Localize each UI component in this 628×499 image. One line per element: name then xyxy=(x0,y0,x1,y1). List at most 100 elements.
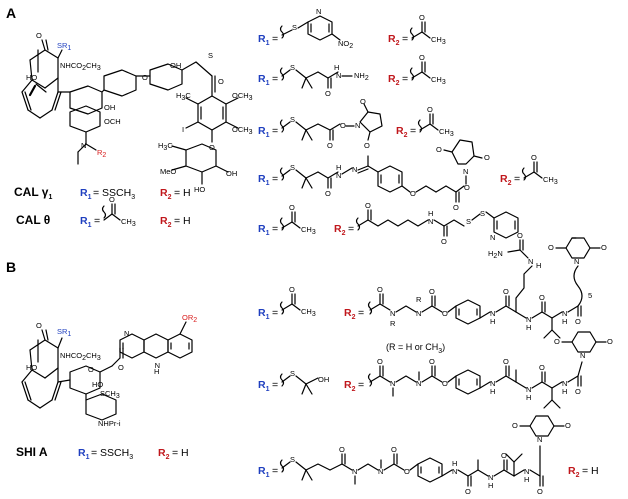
row-a3-o2: O xyxy=(340,121,346,130)
sugar-chain xyxy=(57,61,197,165)
row-b3-o1: O xyxy=(339,445,345,454)
row-b1-cit-o: O xyxy=(517,231,523,240)
row-b3-o5: O xyxy=(501,451,507,460)
row-b3-h3: H xyxy=(452,459,457,468)
sr1-label: SR1 xyxy=(57,41,71,52)
row-b2-o3: O xyxy=(442,379,448,388)
row-b2-h4: H xyxy=(526,393,531,402)
row-a3-n: N xyxy=(355,121,360,130)
row-b2-h3: H xyxy=(490,387,495,396)
aryl-och3-2: OCH3 xyxy=(232,125,253,136)
row-b3-h4: H xyxy=(488,481,493,490)
aryl-och3-1: OCH3 xyxy=(232,91,253,102)
shi-ho: HO xyxy=(26,363,37,372)
row-a4-succinimide xyxy=(451,139,475,165)
svg-text:=: = xyxy=(514,173,520,185)
row-a5-r1-ch3: CH3 xyxy=(301,225,316,236)
shi-sugars xyxy=(57,365,117,421)
row-a3-s: S xyxy=(290,115,295,124)
row-a4-o6: O xyxy=(484,153,490,162)
sugar-oh-label-2: OH xyxy=(104,103,115,112)
r2-label-structure: R2 xyxy=(97,148,106,159)
row-b1-o4: O xyxy=(503,287,509,296)
row-a4: R1 = S O N H N O O O N xyxy=(258,139,558,212)
rhamnose-sugar xyxy=(171,143,229,185)
hydroxyl-label: HO xyxy=(26,73,37,82)
cal-theta-acetyl-ch3: CH3 xyxy=(121,217,136,228)
row-a4-n1: N xyxy=(336,171,341,180)
row-a2-s: S xyxy=(290,63,295,72)
row-a1-r2-o: O xyxy=(419,13,425,22)
cal-gamma-name: CAL γ1 xyxy=(14,185,52,201)
cal-gamma-r1-value: = SSCH3 xyxy=(93,187,135,201)
row-a2-nh-label: H xyxy=(334,63,339,72)
row-b2-mal-n: N xyxy=(580,351,585,360)
row-b1-o6: O xyxy=(575,317,581,326)
row-b1-o2: O xyxy=(429,287,435,296)
shi-ketone-o: O xyxy=(36,321,42,330)
cal-theta-acetyl xyxy=(101,203,121,221)
svg-text:=: = xyxy=(358,307,364,319)
row-a2-r2: R2 xyxy=(388,73,400,87)
shi-sugar-o: O xyxy=(88,365,94,374)
svg-text:=: = xyxy=(358,379,364,391)
svg-text:=: = xyxy=(272,33,278,45)
row-b3-n2: N xyxy=(378,467,383,476)
row-b3-n5: N xyxy=(524,467,529,476)
row-a4-h: H xyxy=(336,163,341,172)
row-b1-mal-n: N xyxy=(574,257,579,266)
row-b2-n5: N xyxy=(562,379,567,388)
row-b3-s: S xyxy=(290,455,295,464)
row-b2-r2: R2 xyxy=(344,379,356,393)
row-b1-r1-o: O xyxy=(289,285,295,294)
row-b3-r2-value: = H xyxy=(582,465,599,477)
row-a5-n: N xyxy=(428,217,433,226)
row-b3-mal-o2: O xyxy=(565,421,571,430)
row-b1-maleimide xyxy=(565,237,591,259)
sugar-oh-label: OH xyxy=(170,61,181,70)
shi-nhco2ch3: NHCO2CH3 xyxy=(60,351,101,362)
svg-text:=: = xyxy=(402,73,408,85)
row-b1-citrulline-chain xyxy=(515,265,533,313)
nhco2ch3-label: NHCO2CH3 xyxy=(60,61,101,72)
cal-theta-r1: R1 xyxy=(80,215,92,229)
sr1-bond xyxy=(57,49,63,59)
row-a4-o2: O xyxy=(410,189,416,198)
row-b2-h5: H xyxy=(562,387,567,396)
row-a5-pyridine xyxy=(493,211,519,239)
row-a5-r1: R1 xyxy=(258,223,270,237)
row-b1-cit-n: N xyxy=(528,257,533,266)
shi-carbonyl-o: O xyxy=(118,363,124,372)
row-a5-pyridine-n: N xyxy=(490,233,495,242)
row-b1-cit-h: H xyxy=(536,261,541,270)
thioester-o: O xyxy=(218,77,224,86)
rhamnose-oh: OH xyxy=(226,169,237,178)
row-b3-n3: N xyxy=(452,467,457,476)
row-b1-chain-1 xyxy=(395,305,417,313)
svg-text:=: = xyxy=(402,33,408,45)
row-a4-r1: R1 xyxy=(258,173,270,187)
row-a4-o4: O xyxy=(464,183,470,192)
row-a2-o: O xyxy=(325,89,331,98)
row-a2-n1: N xyxy=(336,71,341,80)
shi-a-r1-value: = SSCH3 xyxy=(91,447,133,461)
row-a5-r1-o: O xyxy=(289,203,295,212)
row-b2-s: S xyxy=(290,369,295,378)
row-b3-maleimide xyxy=(529,415,555,437)
row-b1-r1-ch3: CH3 xyxy=(301,307,316,318)
rhamnose-meo: H3C xyxy=(158,141,173,152)
row-b2-r1: R1 xyxy=(258,379,270,393)
cal-theta-r2: R2 xyxy=(160,215,172,229)
svg-text:=: = xyxy=(272,73,278,85)
shi-a-r2: R2 xyxy=(158,447,170,461)
row-a5-chain-2 xyxy=(443,219,465,227)
row-b1-n1: N xyxy=(390,309,395,318)
row-b1-r-sub1: R xyxy=(390,319,396,328)
row-b3-r1: R1 xyxy=(258,465,270,479)
succinimide-ring xyxy=(359,111,383,133)
cal-theta-r2-value: = H xyxy=(174,215,191,227)
row-b1-h4: H xyxy=(526,323,531,332)
row-b3-h5: H xyxy=(524,475,529,484)
row-a1-r2-ch3: CH3 xyxy=(431,35,446,46)
